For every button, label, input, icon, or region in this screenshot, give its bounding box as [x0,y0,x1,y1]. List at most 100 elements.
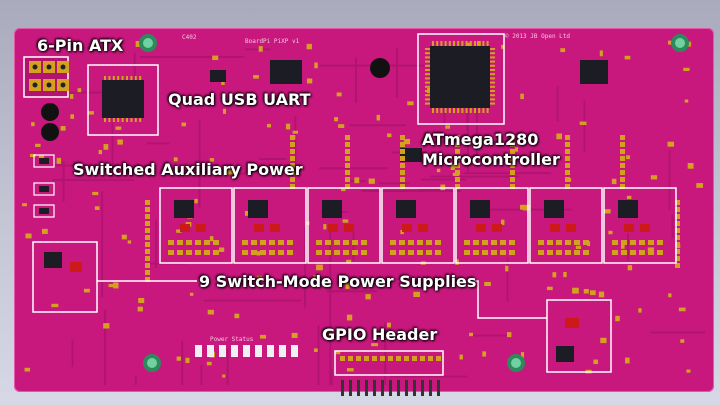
smd-pad [611,178,617,185]
smps-inductor [476,224,486,232]
smps-chip [544,200,564,218]
smd-pad [600,337,607,344]
smps-inductor [270,224,280,232]
smd-pad [376,114,380,121]
header-pad [510,163,515,168]
smd-pad [127,240,132,244]
chip-pin [490,94,495,97]
chip-pin [425,81,430,84]
smd-pad [678,307,686,312]
header-pad [145,235,150,240]
gpio-pad [348,356,353,361]
smd-pad [514,147,519,152]
smd-pad [501,219,505,225]
smd-pad [346,259,352,264]
header-pad [145,256,150,261]
smps-box [381,187,455,264]
smps-pad [408,240,414,245]
header-pad [510,184,515,189]
smps-inductor [418,224,428,232]
smd-pad [546,286,553,291]
chip-pin [482,108,485,113]
smps-pad [657,250,663,255]
chip-pin [425,77,430,80]
smps-pad [408,250,414,255]
smps-pad [639,240,645,245]
chip-pin [121,76,124,80]
usb-uart-box [87,64,159,136]
header-pad [345,163,350,168]
header-pad [455,149,460,154]
gpio-pad [412,356,417,361]
smd-pad [686,369,691,373]
smps-inductor [328,224,338,232]
chip-pin [130,76,133,80]
header-pad [145,228,150,233]
header-pad [620,149,625,154]
status-led [255,345,262,357]
smps-pad [630,250,636,255]
header-pad [290,184,295,189]
smps-pad [473,240,479,245]
chip-pin [121,118,124,122]
smd-pad [207,309,214,315]
smps-inductor [550,224,560,232]
smd-pad [345,282,350,289]
smd-pad [650,175,658,180]
chip-pin [461,41,464,46]
chip-pin [490,56,495,59]
smps-chip [618,200,638,218]
header-pad [565,149,570,154]
gpio-pin [389,380,392,396]
header-pad [145,270,150,275]
smd-pad [253,75,259,79]
chip-pin [425,56,430,59]
smd-pad [599,50,603,57]
smd-pad [598,291,605,298]
smps-pad [287,250,293,255]
smps-pad [464,240,470,245]
chip-pin [126,76,128,80]
chip-pin [112,118,115,122]
chip-pin [448,41,451,46]
chip-pin [440,41,443,46]
gpio-pad [436,356,441,361]
chip-pin [453,41,455,46]
smd-pad [113,282,119,289]
smps-pad [325,240,331,245]
header-pad [145,242,150,247]
smd-pad [70,114,75,119]
chip-pin [440,108,443,113]
smps-pad [343,250,349,255]
header-pad [510,149,515,154]
chip-pin [490,64,495,67]
smd-pad [256,275,263,282]
smps-inductor [70,262,82,272]
smd-pad [338,124,345,128]
chip-pin [432,41,434,46]
smd-pad [234,313,240,319]
chip-pin [490,81,495,84]
smd-pad [572,287,579,294]
header-pad [510,156,515,161]
header-pad [400,184,405,189]
status-led [279,345,286,357]
smps-pad [269,240,275,245]
header-pad [145,207,150,212]
smps-pad [269,250,275,255]
smd-pad [98,149,103,155]
smd-pad [482,351,487,357]
chip-pin [461,108,464,113]
smd-pad [176,356,182,361]
smps-pad [278,240,284,245]
chip-pin [130,118,133,122]
smps-inductor [565,318,579,328]
smd-pad [51,303,59,308]
label-9-smps: 9 Switch-Mode Power Supplies [199,272,477,291]
smps-pad [399,240,405,245]
smd-pad [316,264,323,271]
silk-board-name: BoardPi PiXP v1 [245,38,300,45]
chip-pin [436,41,439,46]
label-atmega1280: ATmega1280 [422,130,539,149]
